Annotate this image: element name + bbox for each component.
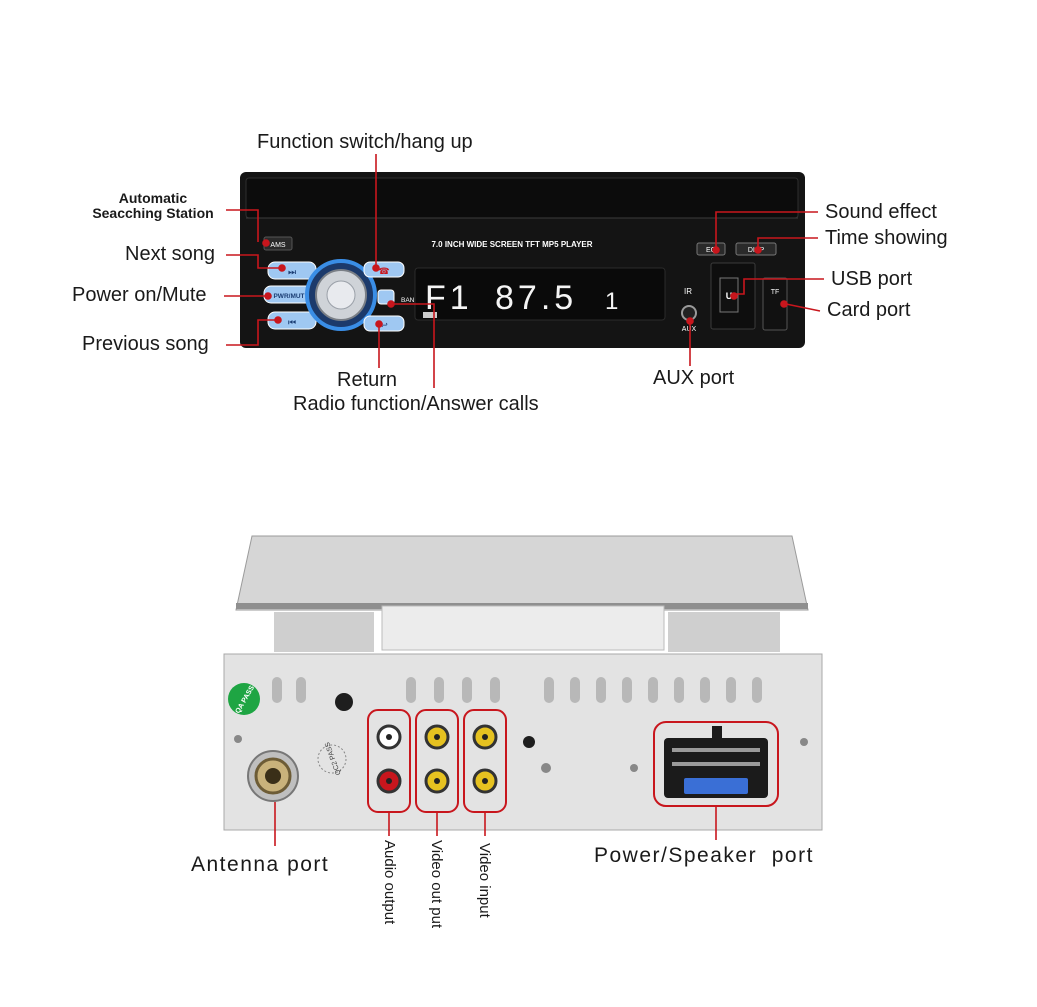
plate-vents <box>272 677 762 703</box>
label-previous-song: Previous song <box>82 333 209 355</box>
label-sticker <box>381 605 665 651</box>
label-sound-effect: Sound effect <box>825 201 937 223</box>
rca-jacks <box>376 724 498 794</box>
label-return: Return <box>337 369 398 391</box>
label-card-port: Card port <box>827 299 911 321</box>
ams-button-label: AMS <box>270 242 286 249</box>
eq-button-label: EQ <box>706 247 717 254</box>
connector-blue-latch <box>684 778 748 794</box>
lcd-display <box>414 267 666 321</box>
usb-slot[interactable] <box>719 277 739 313</box>
display-preset: 1 <box>605 288 618 315</box>
tf-slot-label: TF <box>771 289 780 296</box>
label-video-input: Video input <box>476 843 493 918</box>
label-power-speaker-port: Power/Speaker port <box>594 844 814 867</box>
ir-sensor-label: IR <box>684 287 692 296</box>
usb-slot-label: U <box>726 291 733 301</box>
chassis-top <box>235 535 809 611</box>
label-video-out-put: Video out put <box>428 840 445 929</box>
label-usb-port: USB port <box>831 268 913 290</box>
power-mute-button-label: PWR/MUT <box>273 293 304 300</box>
left-vent-block <box>274 612 374 652</box>
label-auto-search: Automatic Seacching Station <box>92 190 214 221</box>
banner-text: 7.0 INCH WIDE SCREEN TFT MP5 PLAYER <box>431 240 592 249</box>
qc2-pass-badge <box>317 744 347 774</box>
mount-hole <box>335 693 353 711</box>
label-antenna-port: Antenna port <box>191 853 330 876</box>
label-radio-function: Radio function/Answer calls <box>293 393 539 415</box>
next-icon: ⏭ <box>288 267 296 277</box>
hang-up-icon: ☎ <box>378 266 389 276</box>
screw-hole <box>523 736 535 748</box>
band-button-label: BAND <box>401 297 419 304</box>
label-aux-port: AUX port <box>653 367 735 389</box>
connector-pins <box>672 748 760 766</box>
label-function-switch: Function switch/hang up <box>257 131 473 153</box>
previous-icon: ⏮ <box>288 317 296 327</box>
right-vent-block <box>668 612 780 652</box>
qa-pass-badge <box>228 683 260 715</box>
aux-jack-label: AUX <box>682 326 697 333</box>
label-audio-output: Audio output <box>381 840 398 925</box>
display-indicator <box>423 312 437 318</box>
label-power-mute: Power on/Mute <box>72 284 207 306</box>
label-time-showing: Time showing <box>825 227 948 249</box>
label-next-song: Next song <box>125 243 216 265</box>
display-band: F1 <box>425 279 473 317</box>
return-icon: ↩ <box>380 320 388 330</box>
return-button[interactable] <box>363 315 405 332</box>
display-frequency: 87.5 <box>495 279 577 317</box>
